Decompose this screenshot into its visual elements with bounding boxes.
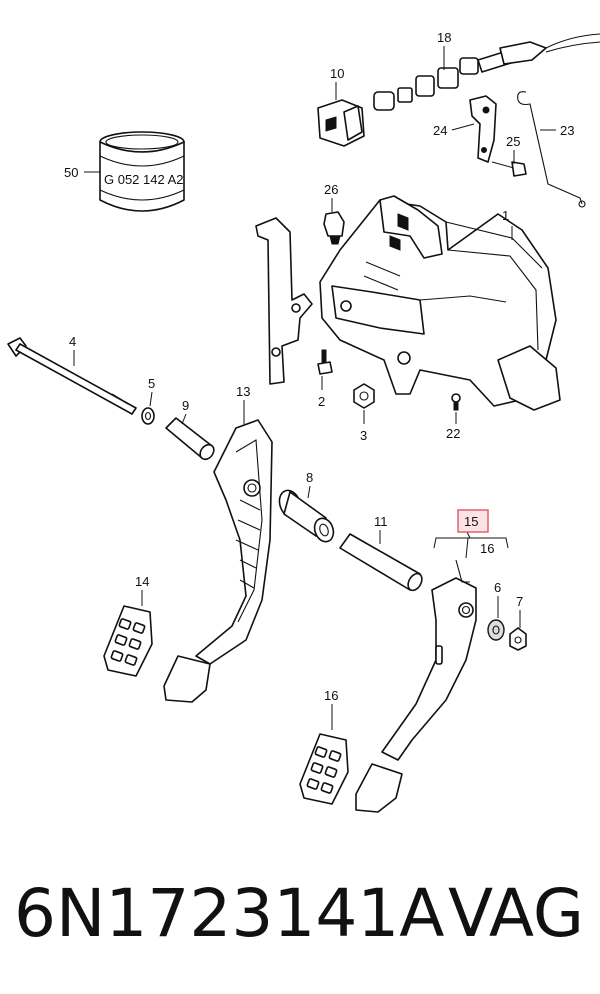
- callout-23: 23: [560, 123, 574, 138]
- callout-8: 8: [306, 470, 313, 485]
- part-50-sleeve: G 052 142 A2: [99, 131, 185, 212]
- callout-9: 9: [182, 398, 189, 413]
- callout-50: 50: [64, 165, 78, 180]
- part-26-clip: [323, 211, 345, 245]
- brand-text: VAG: [447, 875, 584, 952]
- part-16-brake-pedal-lever: [355, 559, 477, 813]
- part-14-pedal-pad: [103, 605, 153, 677]
- part-1-pedal-bracket: [319, 195, 561, 411]
- part-4-long-bolt: [7, 337, 137, 415]
- callout-1: 1: [502, 208, 509, 223]
- callout-labels: 50 10 18 24 25 23 1 26 2 3 22 4 5 9 13 8…: [64, 30, 574, 703]
- part-10-switch: [317, 87, 413, 147]
- part-24-bracket: [469, 95, 497, 163]
- callout-6: 6: [494, 580, 501, 595]
- callout-16-lower: 16: [324, 688, 338, 703]
- callout-16-upper: 16: [480, 541, 494, 556]
- callout-3: 3: [360, 428, 367, 443]
- callout-22: 22: [446, 426, 460, 441]
- callout-14: 14: [135, 574, 149, 589]
- callout-18: 18: [437, 30, 451, 45]
- part-2-bolt: [317, 349, 333, 375]
- part-7-nut: [509, 627, 527, 651]
- callout-15: 15: [464, 514, 478, 529]
- callout-10: 10: [330, 66, 344, 81]
- part-number-text: 6N1723141A: [14, 875, 445, 952]
- part-18-cable: [415, 33, 600, 97]
- part-3-nut: [353, 383, 375, 409]
- part-22-screw: [451, 393, 461, 411]
- callout-25: 25: [506, 134, 520, 149]
- callout-15-highlight: [457, 509, 489, 533]
- part-5-washer: [141, 407, 155, 425]
- caption-bar: 6N1723141A VAG: [0, 872, 600, 972]
- stamp-text: G 052 142 A2: [104, 172, 184, 187]
- part-11-shaft: [339, 533, 423, 592]
- mounting-strap: [255, 217, 313, 385]
- part-8-bearing: [278, 489, 335, 543]
- part-25-screw: [491, 161, 527, 177]
- callout-7: 7: [516, 594, 523, 609]
- callout-26: 26: [324, 182, 338, 197]
- part-9-bushing: [165, 417, 215, 461]
- leader-lines: [73, 46, 556, 730]
- callout-24: 24: [433, 123, 447, 138]
- part-16-pedal-pad: [299, 733, 349, 805]
- callout-13: 13: [236, 384, 250, 399]
- exploded-parts-diagram: G 052 142 A2: [7, 30, 600, 813]
- callout-2: 2: [318, 394, 325, 409]
- part-6-washer: [487, 619, 505, 641]
- callout-11: 11: [374, 514, 388, 529]
- part-23-spring: [517, 91, 586, 208]
- callout-5: 5: [148, 376, 155, 391]
- callout-4: 4: [69, 334, 76, 349]
- part-13-pedal-lever: [163, 419, 273, 703]
